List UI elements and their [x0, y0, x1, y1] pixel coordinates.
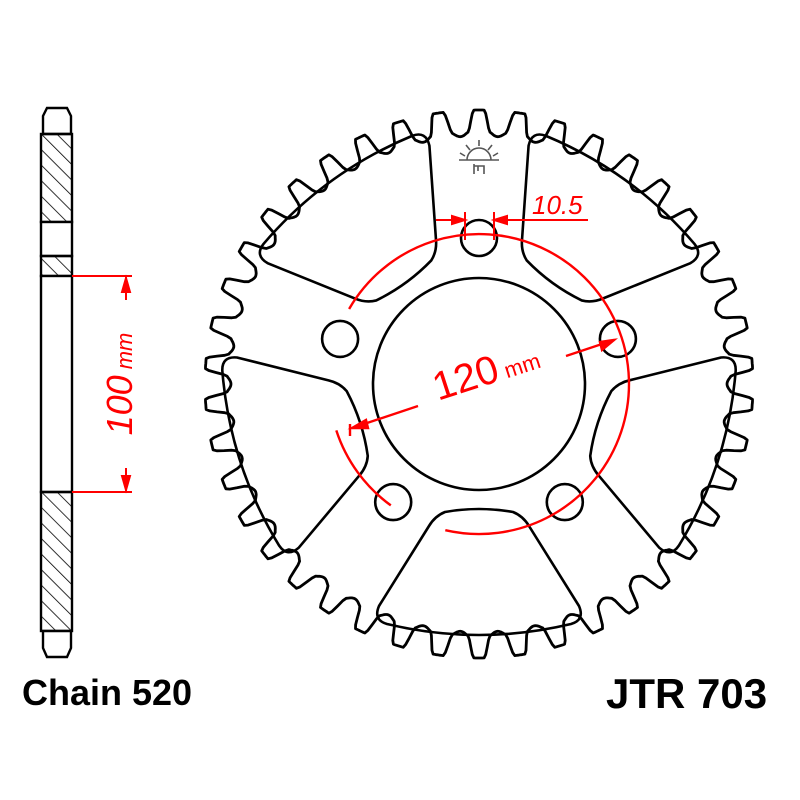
bolt-hole [598, 319, 638, 359]
bolt-hole [373, 482, 413, 522]
part-number-label: JTR 703 [606, 670, 768, 717]
lightening-windows [221, 133, 737, 637]
bolt-circle-dimension [335, 232, 631, 536]
side-view-top-tip [41, 106, 73, 136]
bolt-hole [320, 319, 360, 359]
side-view-hatch-upper [39, 132, 74, 224]
bolt-hole [459, 218, 499, 258]
bolt-holes [320, 218, 638, 522]
bore-dimension [72, 274, 132, 494]
lightening-window [258, 133, 438, 303]
side-view-hatch-small [39, 254, 74, 278]
sun-logo-icon [459, 140, 499, 174]
bolt-hole-label: 10.5 [532, 190, 583, 220]
lightening-window [375, 507, 583, 637]
side-view-bottom-tip [41, 629, 73, 659]
sprocket-teeth-outline [204, 108, 754, 660]
lightening-window [520, 133, 700, 303]
bolt-hole [545, 482, 585, 522]
side-view-band [39, 220, 74, 258]
bolt-hole-dimension [436, 212, 588, 240]
center-bore [371, 276, 587, 492]
side-view-hatch-lower [39, 490, 74, 633]
lightening-window [588, 356, 737, 554]
bore-dimension-label: 100mm [99, 333, 140, 436]
lightening-window [221, 356, 370, 554]
side-view-bore [39, 274, 74, 494]
side-view: 100mm [39, 106, 140, 659]
sprocket-face: 120mm 10.5 [204, 108, 754, 660]
bolt-circle-label: 120mm [427, 334, 545, 410]
chain-size-label: Chain 520 [22, 672, 193, 713]
